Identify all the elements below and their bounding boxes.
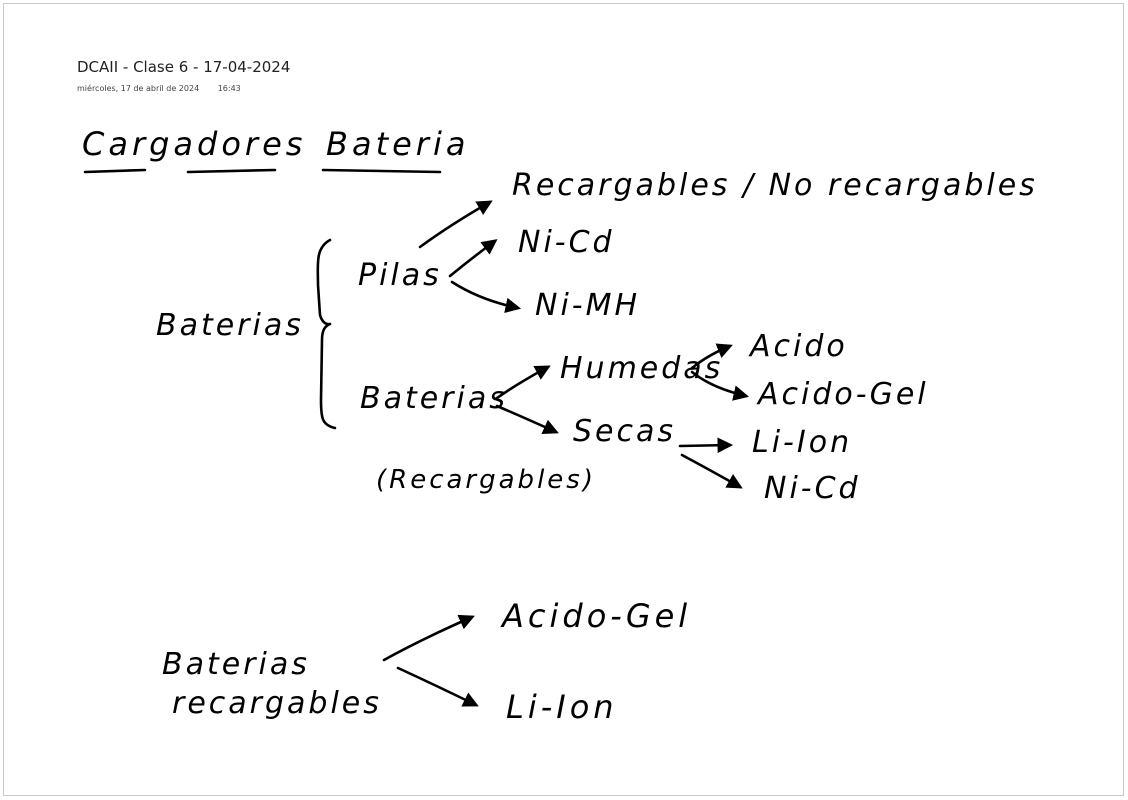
- arrow-pilas-recargables: [418, 200, 493, 249]
- arrow-secas-nicd: [680, 453, 743, 489]
- node-baterias-root: Baterias: [156, 308, 304, 343]
- page-title: DCAII - Clase 6 - 17-04-2024: [77, 58, 291, 76]
- heading-cargadores: Cargadores: [82, 125, 306, 163]
- heading-bateria-underline: [321, 168, 442, 174]
- node-humedas: Humedas: [560, 351, 723, 386]
- arrow-recargables-liion: [396, 666, 479, 707]
- page-time: 16:43: [217, 84, 241, 93]
- heading-cargadores-underline: [83, 168, 277, 174]
- arrow-baterias-humedas: [495, 365, 551, 400]
- node-baterias-note: (Recargables): [376, 465, 596, 495]
- node-pilas: Pilas: [358, 258, 442, 293]
- page-meta: miércoles, 17 de abril de 2024 16:43: [77, 84, 241, 93]
- arrow-humedas-acido: [690, 343, 733, 370]
- page-date: miércoles, 17 de abril de 2024: [77, 84, 200, 93]
- arrow-humedas-acido-gel: [690, 370, 750, 401]
- arrow-secas-liion: [678, 437, 734, 454]
- arrow-baterias-secas: [495, 404, 559, 434]
- node-baterias: Baterias: [360, 381, 508, 416]
- brace: [316, 238, 337, 430]
- arrow-recargables-acido-gel: [382, 614, 475, 662]
- node-secas-liion: Li-Ion: [752, 425, 852, 460]
- node-acido-gel: Acido-Gel: [756, 377, 929, 412]
- node-secas-nicd: Ni-Cd: [764, 471, 861, 506]
- node-secas: Secas: [573, 414, 676, 449]
- heading-bateria: Bateria: [326, 125, 469, 163]
- node-acido: Acido: [748, 329, 848, 364]
- node-recargables-no-recargables: Recargables / No recargables: [512, 168, 1038, 203]
- node-rec-liion: Li-Ion: [506, 688, 618, 726]
- note-page: DCAII - Clase 6 - 17-04-2024 miércoles, …: [3, 3, 1124, 796]
- arrow-pilas-nicd: [448, 239, 498, 278]
- node-pilas-nimh: Ni-MH: [535, 288, 640, 323]
- node-pilas-nicd: Ni-Cd: [518, 225, 615, 260]
- arrow-pilas-nimh: [450, 280, 522, 314]
- node-baterias-recargables-line1: Baterias: [162, 647, 310, 682]
- node-rec-acido-gel: Acido-Gel: [500, 597, 691, 635]
- node-baterias-recargables-line2: recargables: [172, 686, 382, 721]
